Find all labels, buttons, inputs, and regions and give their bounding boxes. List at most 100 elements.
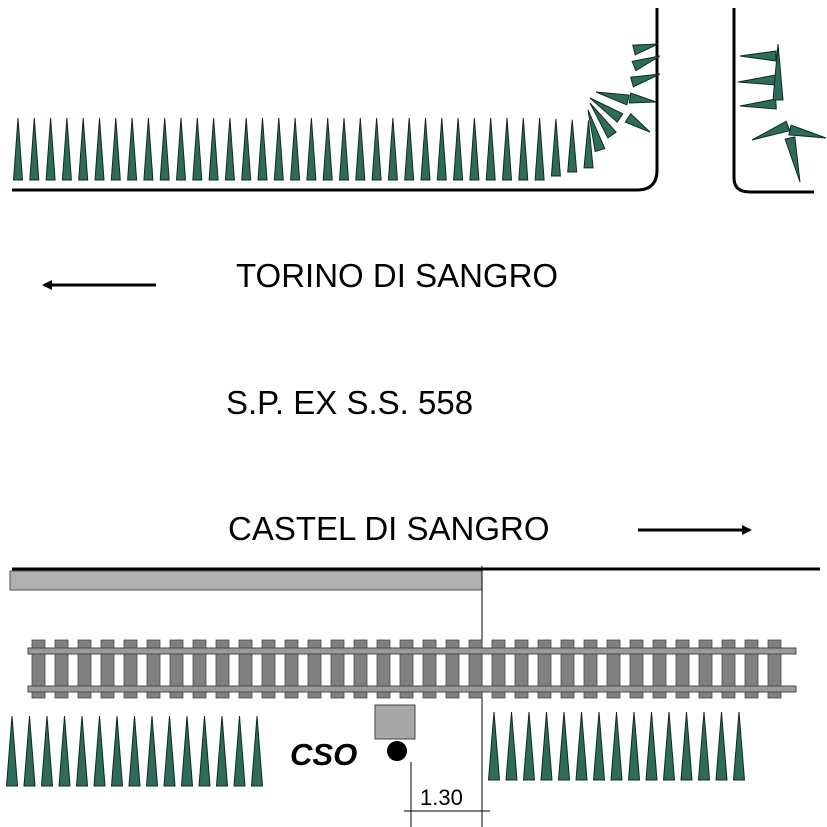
hedge-shrub: [159, 117, 170, 181]
railway-track: [27, 639, 797, 699]
hedge-shrub: [631, 55, 661, 72]
hedge-shrub: [784, 136, 801, 183]
hedge-shrub: [501, 117, 513, 181]
hedge-south-east: [487, 711, 746, 781]
hedge-shrub: [355, 117, 366, 181]
hedge-shrub: [215, 715, 229, 787]
hedge-shrub: [737, 74, 777, 86]
cso-label: CSO: [290, 737, 357, 772]
hedge-shrub: [534, 117, 545, 181]
hedge-shrub: [198, 715, 211, 787]
hedge-shrub: [387, 117, 398, 181]
hedge-shrub: [322, 117, 333, 181]
hedge-south-west: [5, 715, 264, 787]
road-code-label: S.P. EX S.S. 558: [226, 384, 473, 421]
hedge-shrub: [732, 711, 746, 781]
hedge-shrub: [595, 91, 630, 106]
north-curb-line: [12, 8, 659, 192]
hedge-shrub: [29, 117, 40, 181]
hedge-shrub: [192, 117, 203, 181]
hedge-shrub: [58, 715, 71, 787]
hedge-shrub: [522, 711, 536, 781]
hedge-shrub: [751, 120, 791, 141]
hedge-shrub: [627, 711, 641, 781]
hedge-shrub: [587, 109, 606, 153]
hedge-shrub: [575, 711, 588, 781]
hedge-shrub: [420, 117, 431, 181]
hedge-shrub: [628, 92, 657, 104]
cso-pole: [387, 741, 407, 761]
hedge-shrub: [45, 117, 56, 181]
hedge-shrub: [487, 711, 501, 781]
hedge-shrub: [680, 711, 693, 781]
hedge-shrub: [485, 117, 496, 181]
hedge-shrub: [788, 124, 827, 139]
hedge-side-road: [737, 43, 827, 183]
hedge-shrub: [589, 102, 617, 139]
rail: [27, 685, 797, 693]
hedge-shrub: [589, 97, 624, 123]
hedge-shrub: [110, 117, 121, 181]
hedge-shrub: [772, 43, 784, 101]
hedge-shrub: [505, 711, 518, 781]
hedge-shrub: [40, 715, 54, 787]
hedge-shrub: [175, 117, 187, 181]
dimension-value: 1.30: [420, 785, 463, 810]
hedge-shrub: [715, 711, 728, 781]
hedge-shrub: [241, 117, 252, 181]
hedge-shrub: [592, 711, 606, 781]
hedge-shrub: [550, 118, 561, 177]
cso-cabinet: [374, 704, 416, 740]
hedge-shrub: [61, 117, 72, 181]
hedge-shrub: [624, 113, 651, 133]
hedge-shrub: [739, 50, 777, 62]
hedge-shrub: [180, 715, 194, 787]
hedge-shrub: [371, 117, 382, 181]
hedge-shrub: [469, 117, 480, 181]
hedge-shrub: [12, 117, 24, 181]
hedge-shrub: [338, 117, 350, 181]
hedge-shrub: [610, 711, 623, 781]
hedge-shrub: [629, 73, 661, 88]
hedge-shrub: [233, 715, 246, 787]
hedge-shrub: [453, 117, 464, 181]
hedge-shrub: [127, 117, 138, 181]
hedge-shrub: [567, 119, 578, 173]
hedge-shrub: [143, 117, 154, 181]
hedge-shrub: [540, 711, 553, 781]
hedge-shrub: [163, 715, 176, 787]
hedge-shrub: [224, 117, 235, 181]
hedge-shrub: [404, 117, 415, 181]
hedge-shrub: [93, 715, 106, 787]
hedge-shrub: [436, 117, 447, 181]
direction-west-label: TORINO DI SANGRO: [236, 257, 558, 294]
hedge-shrub: [739, 98, 777, 110]
hedge-corner: [587, 43, 661, 153]
hedge-shrub: [273, 117, 284, 181]
hedge-shrub: [208, 117, 219, 181]
hedge-shrub: [257, 117, 268, 181]
hedge-north: [12, 117, 594, 181]
hedge-shrub: [75, 715, 89, 787]
hedge-shrub: [94, 117, 105, 181]
hedge-shrub: [645, 711, 658, 781]
sidewalk: [9, 570, 483, 591]
hedge-shrub: [583, 120, 594, 169]
hedge-shrub: [5, 715, 19, 787]
hedge-shrub: [662, 711, 676, 781]
hedge-shrub: [23, 715, 36, 787]
hedge-shrub: [632, 43, 659, 56]
hedge-shrub: [250, 715, 264, 787]
hedge-shrub: [557, 711, 571, 781]
hedge-shrub: [110, 715, 124, 787]
hedge-shrub: [78, 117, 89, 181]
hedge-shrub: [306, 117, 317, 181]
direction-east-label: CASTEL DI SANGRO: [228, 510, 550, 547]
hedge-shrub: [290, 117, 301, 181]
hedge-shrub: [697, 711, 711, 781]
hedge-shrub: [518, 117, 529, 181]
side-road-curb-line: [732, 8, 814, 194]
hedge-shrub: [128, 715, 141, 787]
hedge-shrub: [145, 715, 159, 787]
